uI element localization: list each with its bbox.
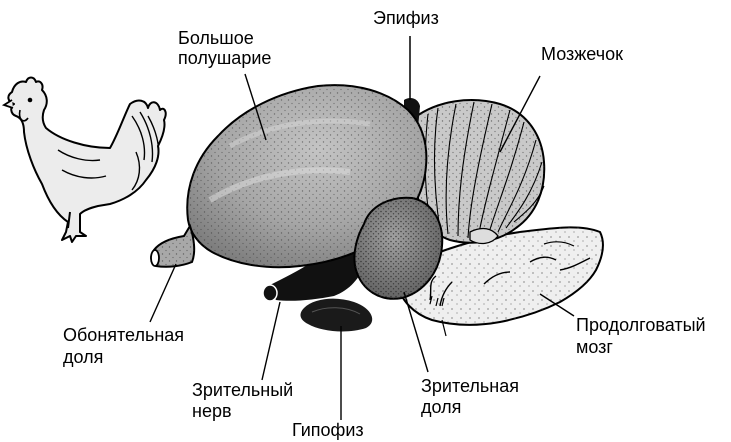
olfactory-lobe-shape (151, 226, 194, 267)
label-cerebrum-line1: Большое (178, 28, 271, 48)
label-cerebrum-line2: полушарие (178, 48, 271, 68)
label-olfactory-line1: Обонятельная (63, 324, 184, 346)
label-medulla-line2: мозг (576, 336, 706, 358)
rooster-icon (4, 78, 166, 243)
label-olfactory-lobe: Обонятельная доля (63, 324, 184, 368)
label-medulla-line1: Продолговатый (576, 314, 706, 336)
label-optic-nerve-line2: нерв (192, 401, 293, 422)
label-optic-lobe-line2: доля (421, 397, 519, 418)
label-optic-lobe: Зрительная доля (421, 376, 519, 418)
label-optic-nerve: Зрительный нерв (192, 380, 293, 422)
label-epiphysis: Эпифиз (373, 8, 439, 29)
label-cerebellum: Мозжечок (541, 44, 623, 65)
label-olfactory-line2: доля (63, 346, 184, 368)
label-hypophysis: Гипофиз (292, 420, 364, 441)
label-medulla: Продолговатый мозг (576, 314, 706, 358)
label-optic-lobe-line1: Зрительная (421, 376, 519, 397)
label-optic-nerve-line1: Зрительный (192, 380, 293, 401)
hypophysis-shape (301, 299, 373, 332)
label-cerebrum: Большое полушарие (178, 28, 271, 68)
